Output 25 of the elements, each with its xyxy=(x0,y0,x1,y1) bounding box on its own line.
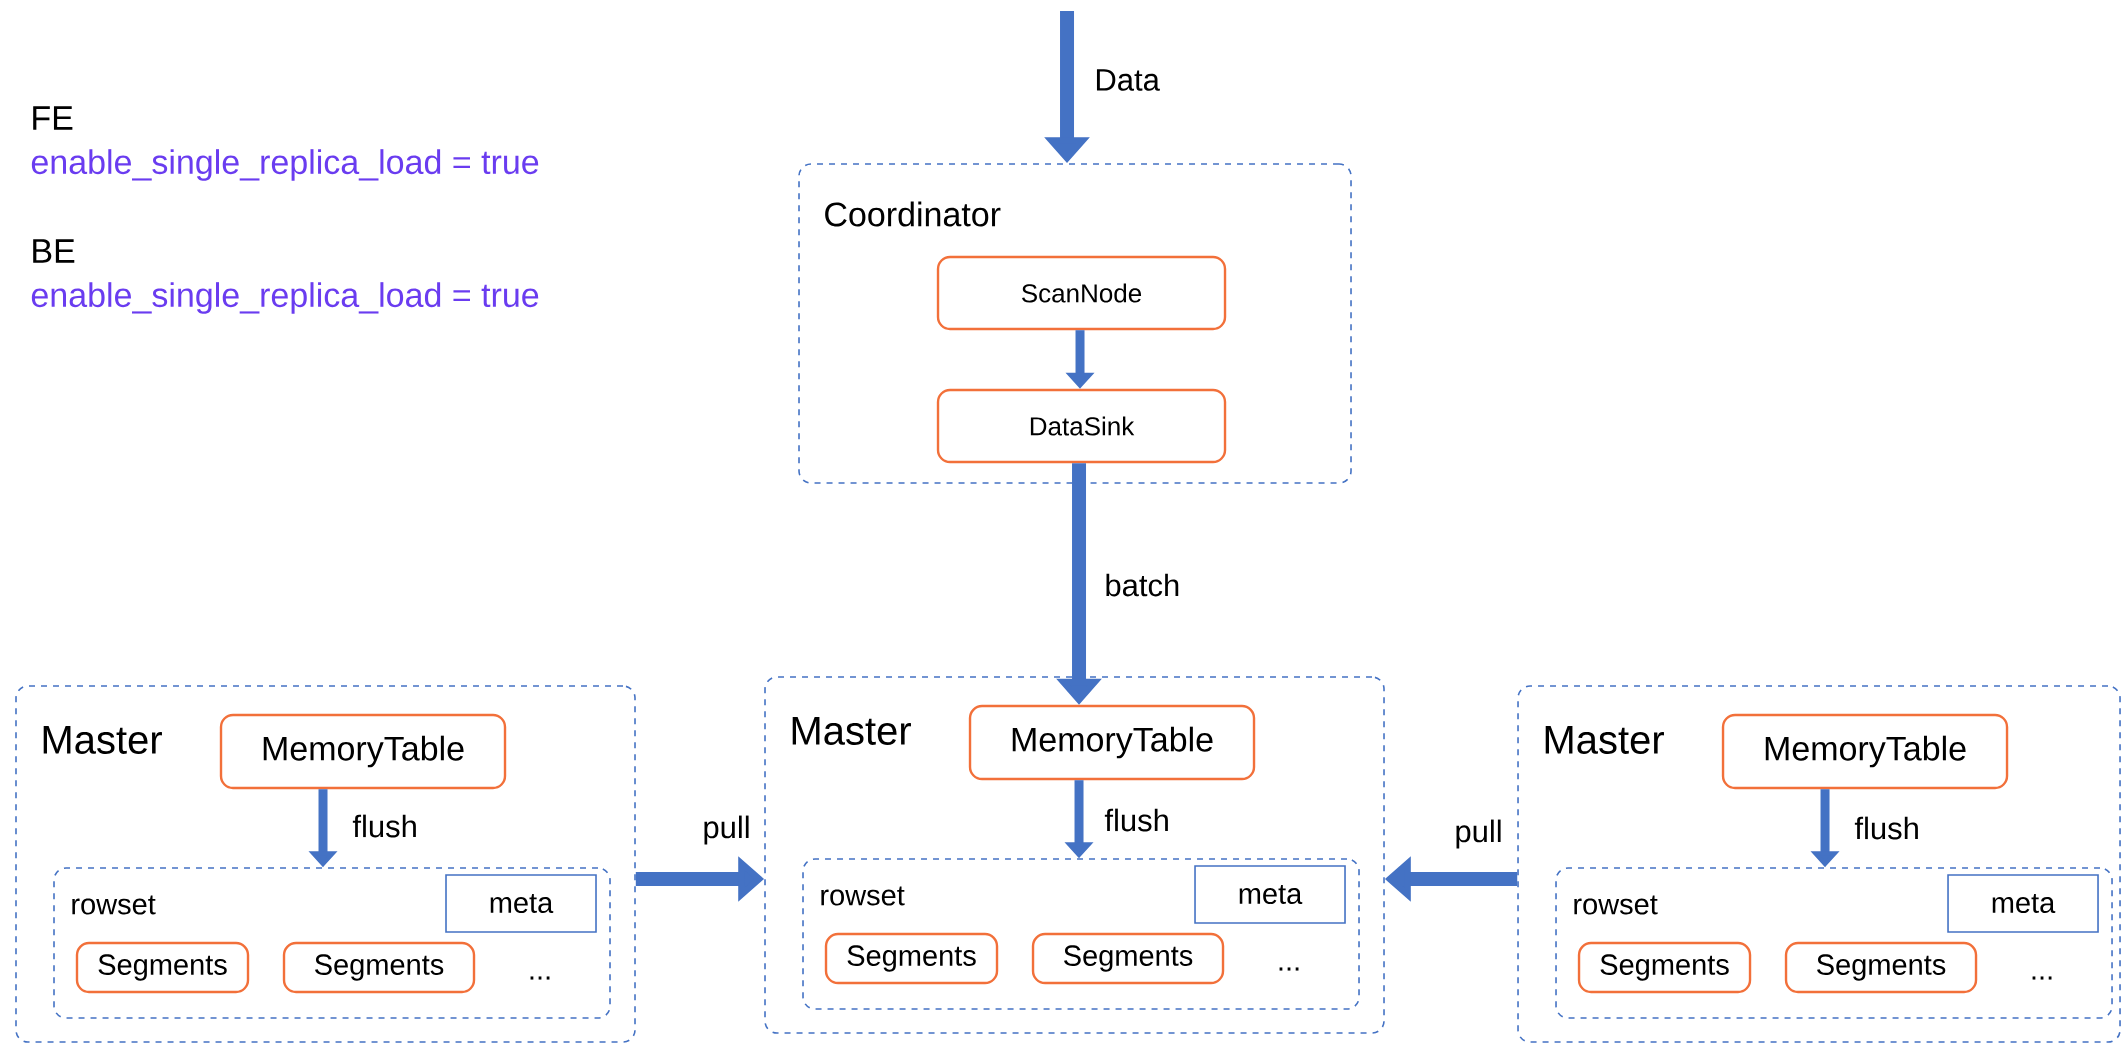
segment-box: Segments xyxy=(1784,941,1978,994)
memory-table-box: MemoryTable xyxy=(1721,713,2009,790)
segment-box: Segments xyxy=(75,941,250,994)
heading-text: BE xyxy=(33,239,75,263)
setting-text: enable_single_replica_load = true xyxy=(31,282,539,314)
edge-label: flush xyxy=(1104,808,1168,832)
meta-box: meta xyxy=(1947,874,2099,933)
segment-box: Segments xyxy=(282,941,476,994)
heading-text: FE xyxy=(33,106,73,130)
edge-label: batch xyxy=(1106,573,1179,597)
segment-box: Segments xyxy=(1031,932,1225,985)
edge-label: Data xyxy=(1096,69,1160,91)
meta-box: meta xyxy=(445,874,597,933)
segment-box: Segments xyxy=(1577,941,1752,994)
meta-box: meta xyxy=(1194,865,1346,924)
memory-table-box: MemoryTable xyxy=(219,713,507,790)
segment-box: Segments xyxy=(824,932,999,985)
process-box: ScanNode xyxy=(936,255,1227,331)
edge-label: pull xyxy=(704,815,749,845)
setting-text: enable_single_replica_load = true xyxy=(31,149,539,181)
memory-table-box: MemoryTable xyxy=(968,704,1256,781)
edge-label: flush xyxy=(352,814,416,838)
edge-label: flush xyxy=(1854,816,1918,840)
process-box: DataSink xyxy=(936,388,1227,464)
edge-label: pull xyxy=(1456,819,1501,849)
